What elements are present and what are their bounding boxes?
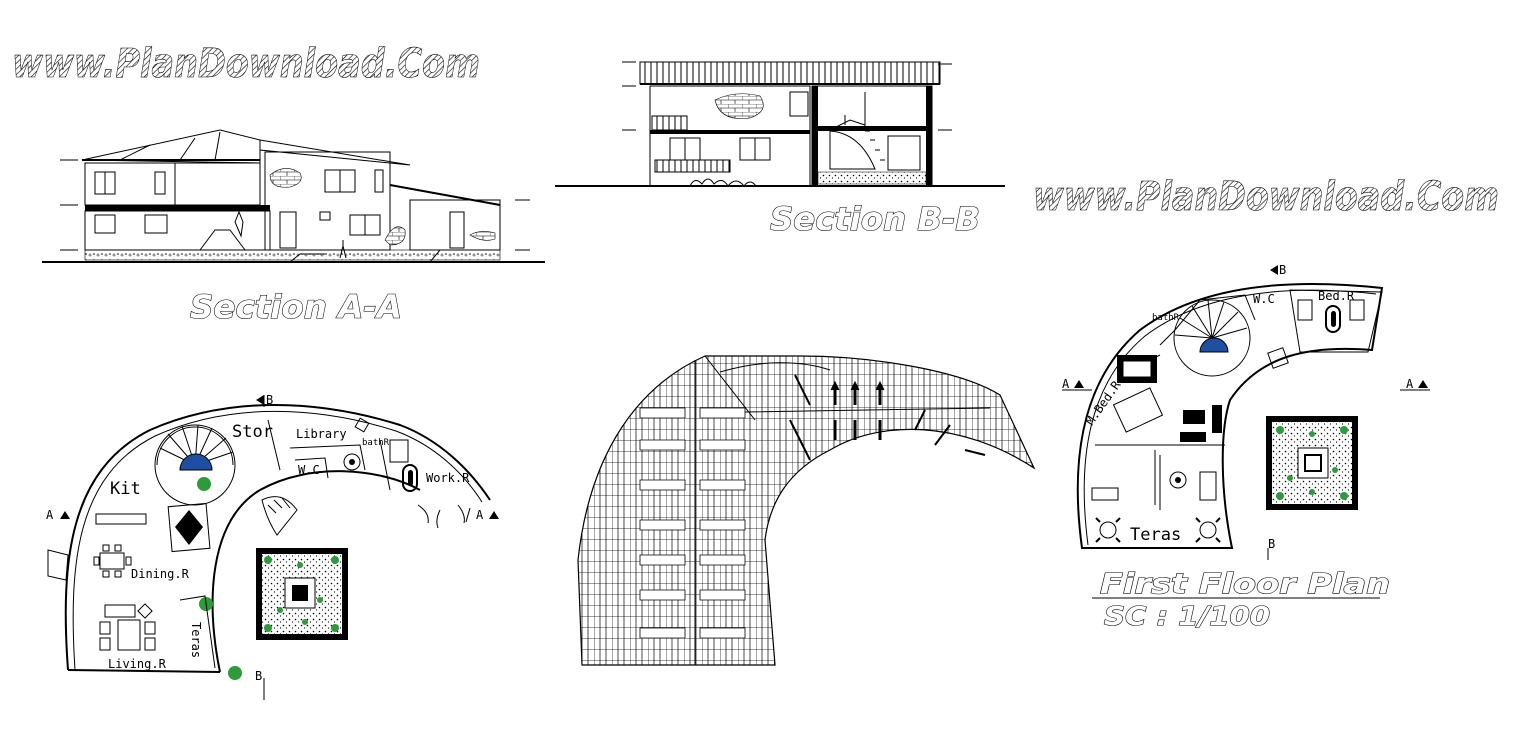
watermark-right: www.PlanDownload.Com bbox=[1033, 174, 1500, 221]
section-marker-a-left: A bbox=[46, 508, 54, 522]
section-marker-b-bottom: B bbox=[1268, 537, 1275, 551]
watermark-text: www.PlanDownload.Com bbox=[1033, 174, 1499, 220]
section-b-b-title: Section B-B bbox=[769, 199, 980, 238]
roof-plan bbox=[577, 355, 1036, 666]
section-marker-b-bottom: B bbox=[255, 669, 262, 683]
section-marker-b-top: B bbox=[1279, 263, 1286, 277]
ground-floor-labels: Stor Library bathR Kit W.C Work.R Dining… bbox=[46, 393, 499, 683]
room-label-wc: W.C bbox=[1253, 292, 1275, 306]
section-a-a-drawing bbox=[42, 129, 545, 263]
watermark-text: www.PlanDownload.Com bbox=[12, 41, 480, 87]
section-marker-a-right: A bbox=[476, 508, 484, 522]
room-label-kit: Kit bbox=[110, 479, 141, 499]
room-label-wc: W.C bbox=[298, 463, 320, 477]
section-marker-a-left: A bbox=[1062, 377, 1070, 391]
room-label-bath: bathR bbox=[1152, 313, 1180, 323]
first-floor-title-block: First Floor Plan SC : 1/100 bbox=[1092, 566, 1391, 633]
room-label-living: Living.R bbox=[108, 657, 167, 671]
section-title: Section B-B bbox=[770, 200, 980, 238]
room-label-library: Library bbox=[296, 427, 347, 441]
section-marker-a-right: A bbox=[1406, 377, 1414, 391]
room-label-dining: Dining.R bbox=[131, 567, 190, 581]
first-floor-plan bbox=[1062, 283, 1430, 560]
plan-title: First Floor Plan bbox=[1100, 567, 1390, 600]
room-label-stor: Stor bbox=[232, 422, 273, 442]
watermark-top-left: www.PlanDownload.Com bbox=[12, 41, 481, 88]
section-title: Section A-A bbox=[190, 288, 402, 326]
section-marker-b-top: B bbox=[266, 393, 273, 407]
section-b-b-drawing bbox=[555, 61, 1005, 187]
room-label-teras: Teras bbox=[189, 622, 203, 658]
room-label-teras: Teras bbox=[1130, 525, 1181, 545]
section-a-a-title: Section A-A bbox=[189, 287, 402, 326]
room-label-work: Work.R bbox=[426, 471, 470, 485]
plan-scale: SC : 1/100 bbox=[1104, 602, 1270, 632]
ground-floor-plan bbox=[47, 395, 491, 700]
room-label-bed: Bed.R bbox=[1318, 289, 1355, 303]
room-label-bath: bathR bbox=[362, 438, 390, 448]
